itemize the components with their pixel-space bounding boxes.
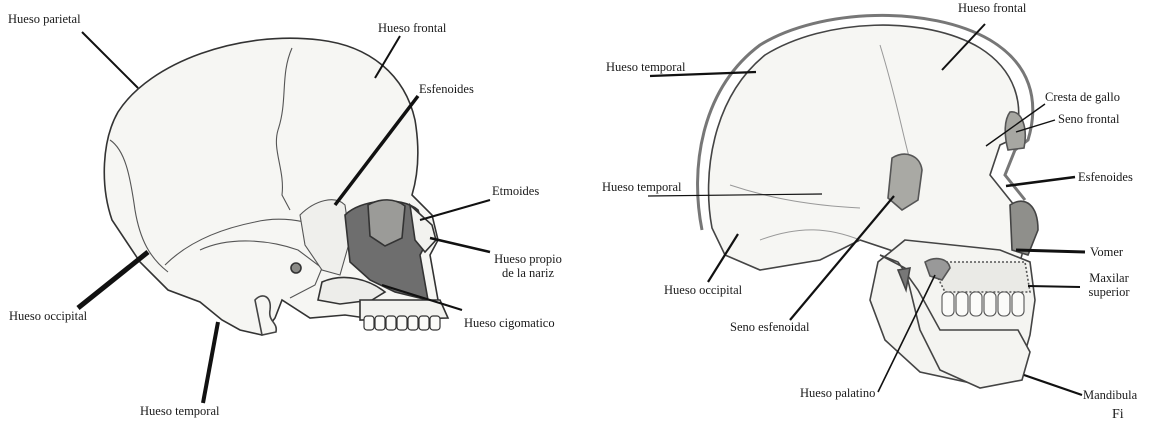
- label-maxilar-superior: Maxilar superior: [1080, 271, 1138, 299]
- leader-parietal: [82, 32, 138, 88]
- label-esfenoides-right: Esfenoides: [1078, 170, 1133, 184]
- leader-temporal-left: [203, 322, 218, 403]
- label-hueso-parietal: Hueso parietal: [8, 12, 81, 26]
- label-hueso-temporal-top: Hueso temporal: [606, 60, 686, 74]
- leader-nasal: [430, 238, 490, 252]
- label-hueso-occipital-left: Hueso occipital: [9, 309, 87, 323]
- leader-vomer: [1016, 250, 1085, 252]
- label-corner-fragment: Fi: [1112, 408, 1124, 422]
- right-cranium-inner: [709, 25, 1030, 280]
- label-hueso-occipital-right: Hueso occipital: [664, 283, 742, 297]
- label-cresta-de-gallo: Cresta de gallo: [1045, 90, 1120, 104]
- label-hueso-temporal-mid: Hueso temporal: [602, 180, 682, 194]
- label-hueso-propio-line1: Hueso propio: [490, 252, 566, 266]
- leader-mandibula: [1024, 375, 1082, 395]
- label-vomer: Vomer: [1090, 245, 1123, 259]
- left-ethmoid: [368, 200, 405, 246]
- label-hueso-frontal-left: Hueso frontal: [378, 21, 446, 35]
- left-cranium-outline: [104, 38, 438, 335]
- label-hueso-cigomatico: Hueso cigomatico: [464, 316, 555, 330]
- label-maxilar-line1: Maxilar: [1080, 271, 1138, 285]
- label-mandibula: Mandibula: [1083, 388, 1137, 402]
- label-hueso-palatino: Hueso palatino: [800, 386, 875, 400]
- left-teeth: [364, 316, 440, 330]
- leader-esfenoides-right: [1006, 177, 1075, 186]
- label-hueso-propio-line2: de la nariz: [490, 266, 566, 280]
- label-seno-esfenoidal: Seno esfenoidal: [730, 320, 810, 334]
- label-hueso-frontal-right: Hueso frontal: [958, 1, 1026, 15]
- left-ear-canal: [291, 263, 301, 273]
- leader-etmoides: [420, 200, 490, 220]
- label-etmoides: Etmoides: [492, 184, 539, 198]
- label-hueso-propio-nariz: Hueso propio de la nariz: [490, 252, 566, 280]
- leader-occipital-left: [78, 252, 148, 308]
- label-maxilar-line2: superior: [1080, 285, 1138, 299]
- label-esfenoides-left: Esfenoides: [419, 82, 474, 96]
- leader-maxilar: [1028, 286, 1080, 287]
- right-nasal-cavity: [1010, 201, 1038, 255]
- label-seno-frontal: Seno frontal: [1058, 112, 1119, 126]
- label-hueso-temporal-left: Hueso temporal: [140, 404, 220, 418]
